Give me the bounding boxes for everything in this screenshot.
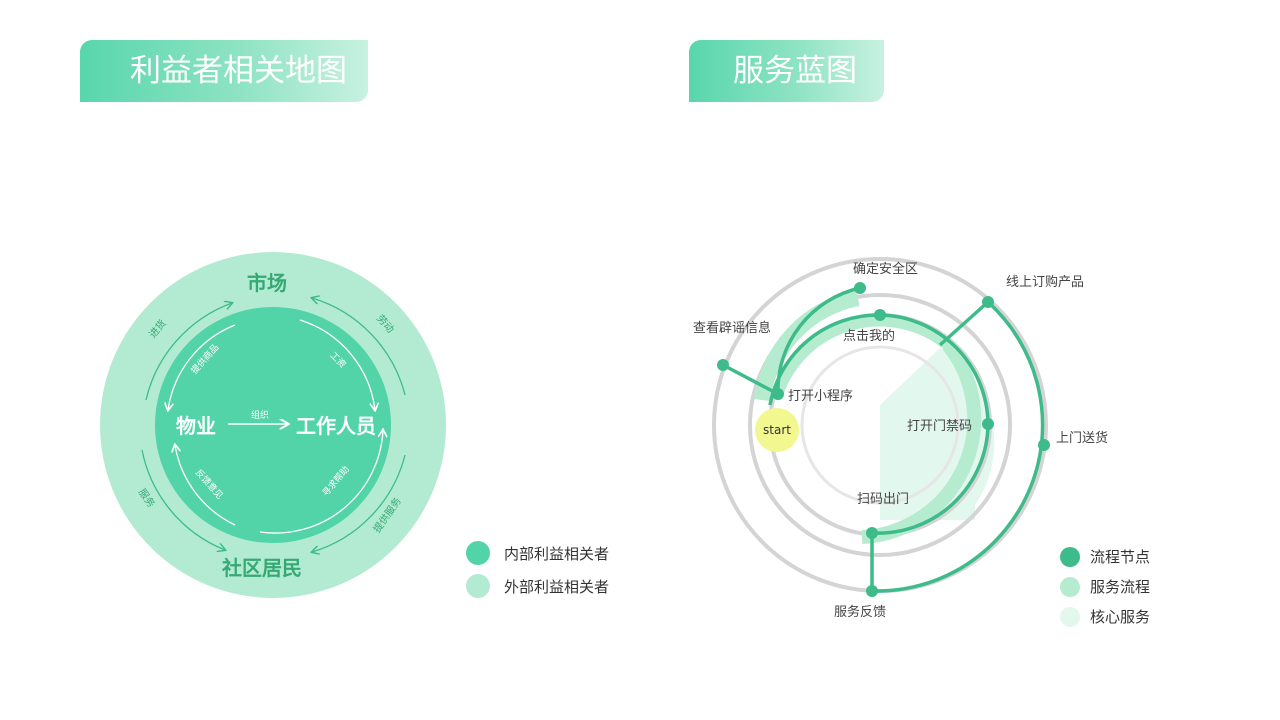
label-delivery: 上门送货 <box>1056 430 1108 446</box>
flow-to-online <box>938 300 990 347</box>
node-residents: 社区居民 <box>221 556 302 580</box>
arrow-provide-service <box>312 454 406 552</box>
legend-swatch-flow-node <box>1060 547 1080 567</box>
legend-label-service-flow: 服务流程 <box>1090 578 1150 596</box>
stakeholder-legend: 内部利益相关者 外部利益相关者 <box>466 541 609 598</box>
arrow-wages <box>299 319 375 410</box>
stakeholder-map-title: 利益者相关地图 <box>80 40 368 102</box>
ring-middle <box>748 293 1012 557</box>
node-dot-check-rumor <box>717 359 729 371</box>
label-confirm-safe-zone: 确定安全区 <box>853 261 918 277</box>
legend-swatch-service-flow <box>1060 577 1080 597</box>
label-open-miniprogram: 打开小程序 <box>788 389 853 404</box>
legend-label-external: 外部利益相关者 <box>504 578 609 596</box>
flow-door-to-scan <box>871 423 990 535</box>
process-band-right <box>861 340 982 544</box>
legend-label-flow-node: 流程节点 <box>1090 548 1150 566</box>
label-feedback: 服务反馈 <box>834 604 886 620</box>
node-dot-scan-exit <box>866 527 878 539</box>
service-blueprint-title: 服务蓝图 <box>689 40 884 102</box>
label-check-rumor: 查看辟谣信息 <box>693 320 771 336</box>
legend-swatch-internal <box>466 541 490 565</box>
node-dot-open-door <box>982 418 994 430</box>
node-staff: 工作人员 <box>296 414 376 438</box>
arrow-labor <box>312 298 406 396</box>
arrow-feedback <box>175 445 236 526</box>
node-dot-click-me <box>874 309 886 321</box>
node-dot-buy-online <box>982 296 994 308</box>
flow-rumor-to-open <box>722 363 779 396</box>
node-dot-feedback <box>866 585 878 597</box>
arrow-purchase <box>145 303 232 401</box>
node-property: 物业 <box>176 414 216 438</box>
legend-label-core-service: 核心服务 <box>1090 608 1150 626</box>
start-node <box>755 408 799 452</box>
service-blueprint: start 打开小程序 查看辟谣信息 确定安全区 点击我的 线上订购产品 打开门… <box>693 257 1108 620</box>
legend-swatch-core-service <box>1060 607 1080 627</box>
flow-click-to-door <box>879 313 990 425</box>
flow-online-to-delivery <box>871 300 1045 593</box>
blueprint-legend: 流程节点 服务流程 核心服务 <box>1060 547 1150 627</box>
start-label: start <box>763 423 791 437</box>
node-dot-confirm-safe <box>854 282 866 294</box>
ring-core <box>800 345 960 505</box>
stakeholder-map: 市场 物业 工作人员 社区居民 进货 劳动 服务 提供服务 提供商品 工资 组织… <box>100 252 446 598</box>
label-scan-exit: 扫码出门 <box>857 492 909 507</box>
legend-swatch-external <box>466 574 490 598</box>
arrow-seek-help <box>259 430 383 534</box>
label-organize: 组织 <box>251 409 269 421</box>
node-dot-delivery <box>1038 439 1050 451</box>
node-market: 市场 <box>247 271 287 295</box>
label-open-door-code: 打开门禁码 <box>907 419 972 434</box>
label-buy-online: 线上订购产品 <box>1006 274 1084 290</box>
arrow-provide-goods <box>168 324 236 410</box>
legend-label-internal: 内部利益相关者 <box>504 545 609 563</box>
inner-stakeholder-ring <box>155 307 391 543</box>
process-band-upper <box>770 314 952 400</box>
flow-inner-to-click <box>768 313 881 406</box>
label-click-me: 点击我的 <box>843 328 895 344</box>
node-dot-open-miniprogram <box>772 388 784 400</box>
arrow-service <box>141 449 225 550</box>
